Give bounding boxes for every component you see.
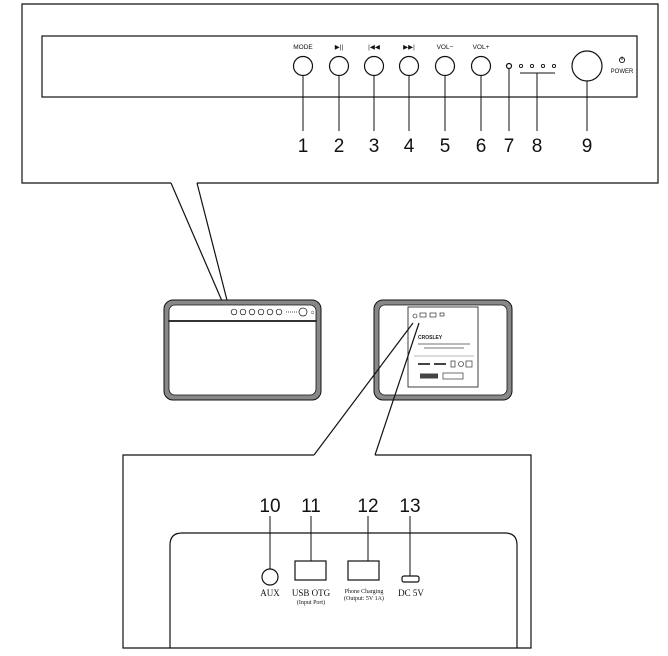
usb-otg-sublabel: (Input Port) — [297, 599, 325, 606]
callout-11: 11 — [301, 496, 321, 517]
callout-4: 4 — [404, 136, 415, 157]
phone-charging-sublabel: (Output: 5V 1A) — [344, 595, 384, 602]
speaker-front-view: ⏻ — [163, 299, 322, 401]
rear-leader-lines — [269, 516, 411, 576]
dc-5v-port — [401, 575, 420, 583]
play-pause-label: ▶|| — [335, 44, 344, 51]
next-label: ▶▶| — [403, 44, 415, 51]
front-numbers: 1 2 3 4 5 6 7 8 9 — [298, 136, 593, 157]
speaker-rear-view: CROSLEY — [373, 299, 513, 401]
previous-button[interactable] — [363, 55, 385, 77]
usb-otg-label: USB OTG — [292, 588, 331, 598]
callout-12: 12 — [357, 496, 378, 517]
callout-1: 1 — [298, 136, 309, 157]
usb-otg-port — [294, 560, 327, 581]
front-leader-lines — [302, 69, 588, 131]
mode-label: MODE — [293, 44, 313, 51]
vol-down-button[interactable] — [434, 55, 456, 77]
dc-5v-label: DC 5V — [398, 588, 424, 598]
callout-5: 5 — [440, 136, 451, 157]
power-button[interactable] — [571, 50, 603, 82]
phone-charging-port — [347, 560, 380, 581]
callout-9: 9 — [582, 136, 593, 157]
svg-text:⏻: ⏻ — [311, 310, 315, 315]
callout-8: 8 — [532, 136, 543, 157]
front-buttons — [292, 50, 603, 82]
led-indicators — [518, 63, 557, 69]
vol-up-button[interactable] — [470, 55, 492, 77]
callout-7: 7 — [504, 136, 515, 157]
callout-3: 3 — [369, 136, 380, 157]
rear-numbers: 10 11 12 13 — [259, 496, 420, 517]
phone-charging-label: Phone Charging — [345, 589, 384, 595]
previous-label: |◀◀ — [368, 44, 381, 51]
callout-13: 13 — [399, 496, 420, 517]
rear-ports — [261, 560, 420, 586]
power-icon — [618, 56, 626, 64]
callout-10: 10 — [259, 496, 280, 517]
vol-down-label: VOL− — [437, 44, 454, 51]
rear-port-labels: AUX USB OTG (Input Port) Phone Charging … — [260, 588, 424, 606]
callout-6: 6 — [476, 136, 487, 157]
aux-port — [261, 568, 279, 586]
indicator-light — [505, 62, 513, 70]
power-label: POWER — [611, 69, 634, 75]
play-pause-button[interactable] — [328, 55, 350, 77]
callout-2: 2 — [334, 136, 345, 157]
aux-label: AUX — [260, 588, 280, 598]
vol-up-label: VOL+ — [473, 44, 490, 51]
rear-panel-callout — [122, 322, 532, 649]
next-button[interactable] — [398, 55, 420, 77]
front-button-labels: MODE ▶|| |◀◀ ▶▶| VOL− VOL+ — [293, 44, 489, 51]
brand-text: CROSLEY — [418, 335, 443, 341]
mode-button[interactable] — [292, 55, 314, 77]
